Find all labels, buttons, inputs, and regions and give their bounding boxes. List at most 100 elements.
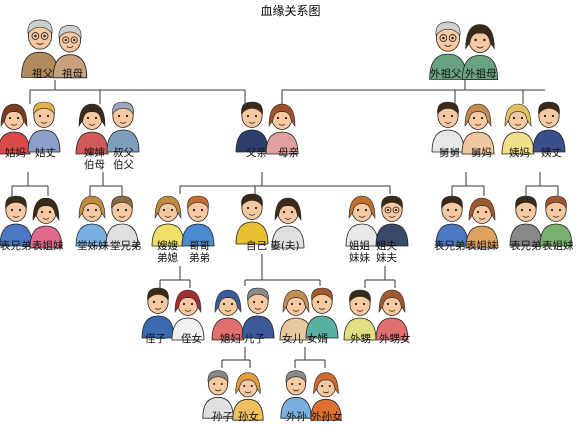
connector-brother-children <box>159 266 191 288</box>
cousin-left-male-figure <box>0 195 33 247</box>
label-cousin-paternal-female: 堂姊妹 <box>77 240 109 252</box>
sister-figure <box>345 195 379 247</box>
connector-maternal-aunt-children <box>525 172 559 196</box>
label-maternal-uncle: 舅舅 <box>439 147 460 159</box>
label-aunt-in-law-2: 伯母 <box>84 159 105 171</box>
daughter-figure <box>279 289 313 341</box>
label-niece: 侄女 <box>181 333 202 345</box>
label-cousin-paternal-male: 堂兄弟 <box>110 240 142 252</box>
label-grandfather: 祖父 <box>32 68 53 80</box>
label-son-in-law: 女婿 <box>307 333 328 345</box>
daughter-granddaughter-figure <box>310 372 342 421</box>
label-grandson: 孙子 <box>212 411 233 423</box>
label-maternal-aunt: 姨妈 <box>509 147 530 159</box>
label-nephew: 侄子 <box>145 333 166 345</box>
connector-uncle-children <box>89 172 123 196</box>
label-self-spouse: 自己 妻(夫) <box>246 240 300 252</box>
label-father: 父亲 <box>246 147 267 159</box>
cousin-mid-female-figure <box>465 197 499 249</box>
paternal-aunt-husband-figure <box>27 101 61 153</box>
label-brother-2: 弟弟 <box>189 252 210 264</box>
father-figure <box>235 101 269 153</box>
nephew-figure <box>141 287 175 339</box>
cousin-right-female-figure <box>539 195 573 247</box>
connector-daughter-children <box>294 347 326 368</box>
label-mother: 母亲 <box>278 147 299 159</box>
label-daughter: 女儿 <box>282 333 303 345</box>
label-uncle-2: 伯父 <box>113 159 134 171</box>
connector-parents-children <box>179 172 391 194</box>
mother-figure <box>265 103 299 155</box>
connector-maternal-grandparents <box>281 80 545 104</box>
sister-son-figure <box>343 289 377 341</box>
label-cousin-mid-female: 表姐妹 <box>466 240 498 252</box>
sister-daughter-figure <box>375 289 409 341</box>
page-title: 血缘关系图 <box>260 4 321 18</box>
maternal-aunt-husband-figure <box>532 101 566 153</box>
daughter-grandson-figure <box>280 370 312 419</box>
label-grandmother: 祖母 <box>62 68 83 80</box>
label-daughter-granddaughter: 外孙女 <box>311 411 343 423</box>
paternal-aunt-figure <box>0 103 31 155</box>
niece-figure <box>171 289 205 341</box>
connector-son-children <box>221 347 251 368</box>
label-granddaughter: 孙女 <box>238 411 259 423</box>
brother-in-law-figure <box>375 195 409 247</box>
brother-figure <box>181 195 215 247</box>
son-figure <box>241 287 275 339</box>
spouse-figure <box>271 197 305 249</box>
label-daughter-grandson: 外孙 <box>286 411 307 423</box>
label-sister-1: 姐姐 <box>349 240 370 252</box>
label-paternal-aunt-husband: 姑丈 <box>35 147 56 159</box>
label-son: 儿子 <box>244 333 265 345</box>
label-cousin-right-male: 表兄弟 <box>510 240 542 252</box>
label-maternal-aunt-husband: 姨丈 <box>541 147 562 159</box>
grandmother-figure <box>52 24 88 79</box>
daughter-in-law-figure <box>211 289 245 341</box>
connector-sister-children <box>364 266 396 288</box>
maternal-uncle-figure <box>431 101 465 153</box>
connector-lines <box>11 80 559 368</box>
label-cousin-left-male: 表兄弟 <box>0 240 32 252</box>
label-sister-2: 妹妹 <box>349 252 370 264</box>
connector-paternal-grandparents <box>29 80 246 104</box>
grandson-figure <box>202 370 234 419</box>
label-daughter-in-law: 媳妇 <box>220 333 241 345</box>
connector-self-children <box>244 254 321 286</box>
grandfather-figure <box>21 19 59 78</box>
cousin-paternal-male-figure <box>105 195 139 247</box>
label-sister-son: 外甥 <box>350 333 371 345</box>
granddaughter-figure <box>232 372 264 421</box>
label-uncle-1: 叔父 <box>113 147 134 159</box>
cousin-paternal-female-figure <box>75 195 109 247</box>
label-brother-in-law-1: 姐夫 <box>376 240 397 252</box>
label-maternal-grandmother: 外祖母 <box>465 68 497 80</box>
connector-maternal-uncle-children <box>451 172 485 196</box>
label-paternal-aunt: 姑妈 <box>5 147 26 159</box>
aunt-in-law-figure <box>75 103 109 155</box>
label-cousin-left-female: 表姐妹 <box>32 240 64 252</box>
maternal-aunt-figure <box>501 103 535 155</box>
label-sister-in-law-2: 弟媳 <box>157 252 178 264</box>
label-sister-in-law-1: 嫂嫂 <box>157 240 178 252</box>
uncle-figure <box>106 101 140 153</box>
cousin-left-female-figure <box>29 197 63 249</box>
connector-paternal-aunt-children <box>11 172 49 196</box>
son-in-law-figure <box>305 287 339 339</box>
cousin-mid-male-figure <box>435 195 469 247</box>
label-brother-in-law-2: 妹夫 <box>376 252 397 264</box>
people-figures <box>0 19 573 421</box>
label-maternal-uncle-wife: 舅妈 <box>471 147 492 159</box>
sister-in-law-figure <box>151 195 185 247</box>
label-sister-daughter: 外甥女 <box>379 333 411 345</box>
label-aunt-in-law-1: 婶婶 <box>84 147 105 159</box>
maternal-uncle-wife-figure <box>461 103 495 155</box>
cousin-right-male-figure <box>509 195 543 247</box>
label-cousin-mid-male: 表兄弟 <box>434 240 466 252</box>
label-cousin-right-female: 表姐妹 <box>542 240 574 252</box>
maternal-grandmother-figure <box>461 24 499 80</box>
label-brother-1: 哥哥 <box>189 240 210 252</box>
self-figure <box>235 193 269 245</box>
